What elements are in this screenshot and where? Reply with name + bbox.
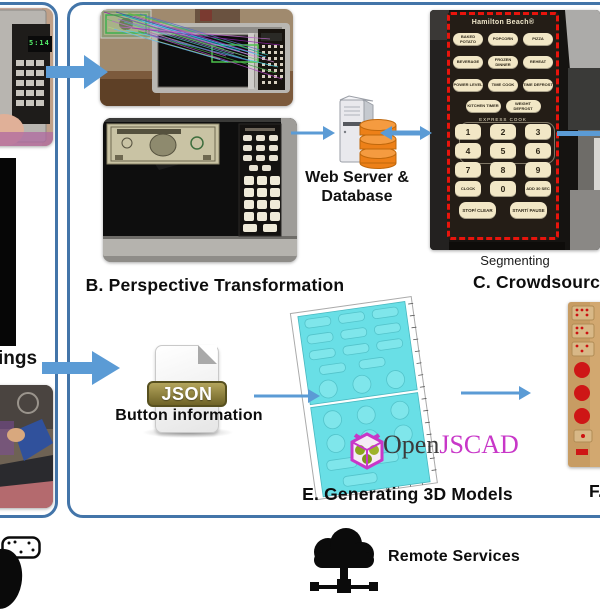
- hb-row-2: BEVERAGE FROZEN DINNER REHEAT: [450, 56, 556, 69]
- web-server-database-icon: [339, 95, 397, 169]
- hb-key: CLOCK: [455, 181, 481, 197]
- hb-button: TIME COOK: [488, 79, 518, 92]
- openjscad-logo-text: OpenJSCAD: [383, 430, 519, 460]
- hb-key: 0: [490, 181, 516, 197]
- hb-numpad: 1 2 3 4 5 6 7 8 9 CLOCK 0 ADD 30 SEC: [450, 122, 556, 197]
- hb-button: BAKED POTATO: [453, 33, 483, 46]
- dollar-bill: [106, 123, 220, 165]
- photo-user-placing-overlay: [0, 385, 53, 508]
- hb-button: STOP/ CLEAR: [459, 202, 496, 219]
- arrow-images-to-server: [291, 126, 335, 140]
- hb-row-3: POWER LEVEL TIME COOK TIME DEFROST: [450, 79, 556, 92]
- printed-red-buttons: [574, 362, 590, 424]
- hb-button: KITCHEN TIMER: [465, 100, 501, 113]
- main-panel-frame: [67, 2, 600, 518]
- section-b-title: B. Perspective Transformation: [85, 275, 345, 295]
- database-cylinders-icon: [359, 119, 397, 169]
- server-label-line2: Database: [321, 188, 393, 205]
- hb-button: BEVERAGE: [453, 56, 483, 69]
- hb-button: FROZEN DINNER: [488, 56, 518, 69]
- section-c-title: C. Crowdsourcing: [473, 272, 600, 292]
- json-file-fold: [198, 345, 217, 364]
- hb-bottom-row: STOP/ CLEAR START/ PAUSE: [450, 202, 556, 219]
- hb-button: START/ PAUSE: [510, 202, 547, 219]
- arrow-json-to-model: [254, 389, 320, 403]
- server-label: Web Server & Database: [292, 168, 422, 206]
- server-label-line1: Web Server &: [305, 169, 409, 186]
- hb-key: 4: [455, 143, 481, 159]
- hb-button: REHEAT: [523, 56, 553, 69]
- section-f-title: F.: [589, 481, 600, 501]
- hb-key: 8: [490, 162, 516, 178]
- hb-button: POPCORN: [488, 33, 518, 46]
- hb-brand: Hamilton Beach®: [471, 19, 535, 26]
- line-crowd-to-right: [557, 131, 600, 136]
- section-c-sublabel: Segmenting: [480, 253, 550, 268]
- hb-button: WEIGHT DEFROST: [505, 100, 541, 113]
- hb-key: 7: [455, 162, 481, 178]
- section-e-title: E. Generating 3D Models: [302, 484, 513, 504]
- feature-match-lines: [103, 11, 283, 80]
- photo-feature-matching-art: [100, 9, 293, 106]
- photo-app-screen-partial: [0, 158, 16, 346]
- openjscad-text-jscad: JSCAD: [439, 430, 519, 459]
- arrow-recordings-to-json: [42, 351, 120, 385]
- json-badge: JSON: [147, 381, 227, 407]
- hb-button: POWER LEVEL: [453, 79, 483, 92]
- hb-key: ADD 30 SEC: [525, 181, 551, 197]
- arrow-model-to-print: [461, 386, 531, 400]
- photo-user-placing-overlay-art: [0, 385, 53, 508]
- hb-key: 3: [525, 124, 551, 140]
- hb-key: 1: [455, 124, 481, 140]
- json-caption: Button information: [115, 407, 263, 424]
- openjscad-text-open: Open: [383, 430, 440, 459]
- arrow-capture-to-transform: [46, 55, 108, 89]
- arrow-server-crowd-bidirectional: [380, 126, 432, 140]
- cloud-network-icon: [310, 528, 378, 593]
- hb-key: 2: [490, 124, 516, 140]
- hb-control-panel: Hamilton Beach® BAKED POTATO POPCORN PIZ…: [447, 12, 559, 240]
- hb-row-4: KITCHEN TIMER WEIGHT DEFROST: [450, 100, 556, 113]
- hb-key: 5: [490, 143, 516, 159]
- hb-row-1: BAKED POTATO POPCORN PIZZA: [450, 33, 556, 46]
- photo-feature-matching: [100, 9, 293, 106]
- photo-dollar-calibration: [103, 118, 297, 262]
- hb-express-cook-label: EXPRESS COOK: [479, 117, 527, 122]
- openjscad-logo-icon: [350, 432, 384, 470]
- hb-key: 9: [525, 162, 551, 178]
- photo-dollar-calibration-art: [103, 118, 297, 262]
- left-panel-frame: [0, 2, 58, 518]
- photo-printed-overlay: [568, 302, 600, 467]
- hb-button: TIME DEFROST: [523, 79, 553, 92]
- hb-button: PIZZA: [523, 33, 553, 46]
- photo-printed-overlay-art: [568, 302, 600, 467]
- hb-key: 6: [525, 143, 551, 159]
- left-panel-title-fragment: ings: [0, 348, 38, 369]
- braille-tiles: [571, 305, 595, 357]
- microwave-clock-display: 5:14: [29, 39, 50, 47]
- remote-services-label: Remote Services: [388, 548, 520, 565]
